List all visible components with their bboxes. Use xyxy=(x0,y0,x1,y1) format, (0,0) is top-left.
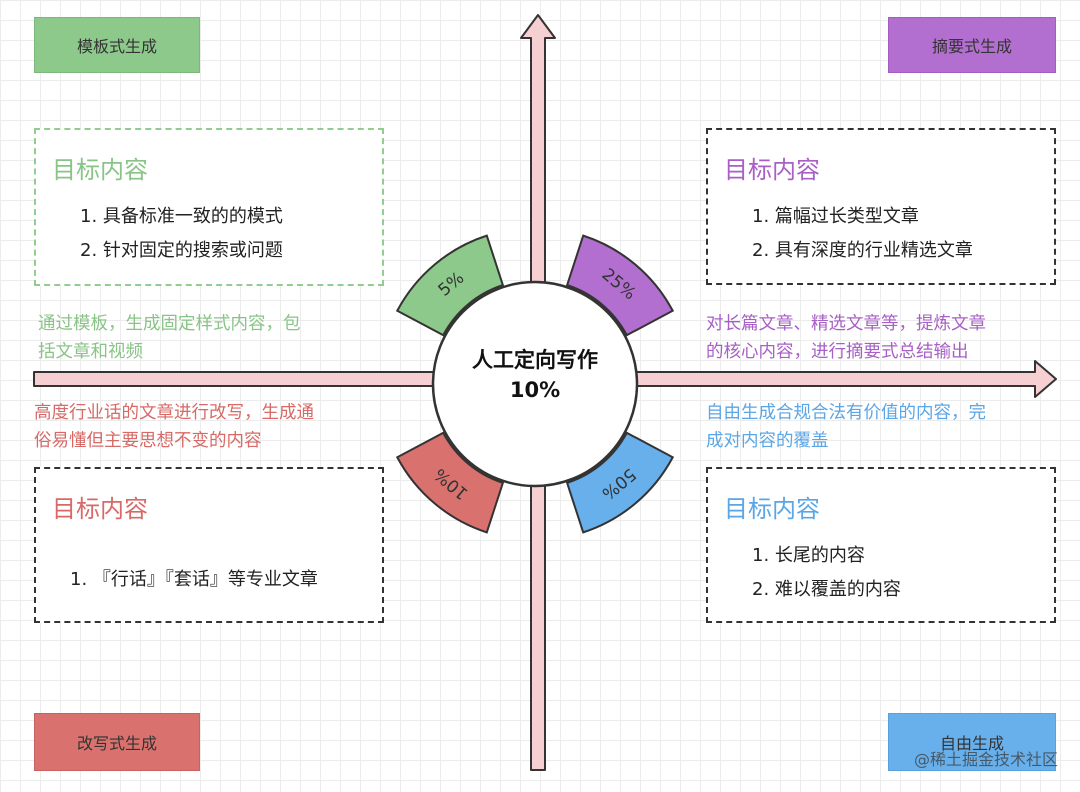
center-label: 人工定向写作 10% xyxy=(430,345,640,405)
center-title: 人工定向写作 xyxy=(472,348,598,372)
description-line: 的核心内容，进行摘要式总结输出 xyxy=(706,342,969,362)
box-item: 2. 难以覆盖的内容 xyxy=(752,579,901,600)
description-line: 自由生成合规合法有价值的内容，完 xyxy=(706,403,986,423)
tag-free-generation: 自由生成 xyxy=(888,713,1056,771)
box-item: 2. 针对固定的搜索或问题 xyxy=(80,240,283,261)
center-circle xyxy=(431,280,639,488)
segment-summary-percent xyxy=(565,234,675,337)
segment-template-percent xyxy=(395,234,505,337)
description-line: 高度行业话的文章进行改写，生成通 xyxy=(34,403,314,423)
target-content-box-template: 目标内容 1. 具备标准一致的的模式 2. 针对固定的搜索或问题 xyxy=(34,128,384,286)
description-line: 通过模板，生成固定样式内容，包 xyxy=(38,314,301,334)
description-rewrite: 高度行业话的文章进行改写，生成通 俗易懂但主要思想不变的内容 xyxy=(34,399,314,455)
box-title: 目标内容 xyxy=(724,156,820,184)
box-item: 1. 具备标准一致的的模式 xyxy=(80,206,283,227)
tag-label: 改写式生成 xyxy=(76,734,157,753)
watermark: @稀土掘金技术社区 xyxy=(913,750,1058,769)
description-line: 成对内容的覆盖 xyxy=(706,431,829,451)
tag-label: 自由生成 xyxy=(939,734,1004,753)
tag-label: 模板式生成 xyxy=(76,37,157,56)
tag-label: 摘要式生成 xyxy=(931,37,1012,56)
target-content-box-rewrite: 目标内容 1. 『行话』『套话』等专业文章 xyxy=(34,467,384,623)
box-item: 1. 篇幅过长类型文章 xyxy=(752,206,919,227)
center-percent: 10% xyxy=(509,378,561,402)
target-content-box-summary: 目标内容 1. 篇幅过长类型文章 2. 具有深度的行业精选文章 xyxy=(706,128,1056,285)
description-summary: 对长篇文章、精选文章等，提炼文章 的核心内容，进行摘要式总结输出 xyxy=(706,310,986,366)
segment-free-percent xyxy=(565,431,675,534)
description-line: 括文章和视频 xyxy=(38,342,143,362)
segment-rewrite-percent xyxy=(395,431,505,534)
box-item: 2. 具有深度的行业精选文章 xyxy=(752,240,973,261)
description-line: 俗易懂但主要思想不变的内容 xyxy=(34,431,262,451)
tag-rewrite-generation: 改写式生成 xyxy=(34,713,200,771)
tag-summary-generation: 摘要式生成 xyxy=(888,17,1056,73)
description-template: 通过模板，生成固定样式内容，包 括文章和视频 xyxy=(38,310,301,366)
box-title: 目标内容 xyxy=(724,495,820,523)
description-free: 自由生成合规合法有价值的内容，完 成对内容的覆盖 xyxy=(706,399,986,455)
box-item: 1. 长尾的内容 xyxy=(752,545,865,566)
box-item: 1. 『行话』『套话』等专业文章 xyxy=(70,569,318,590)
tag-template-generation: 模板式生成 xyxy=(34,17,200,73)
box-title: 目标内容 xyxy=(52,495,148,523)
target-content-box-free: 目标内容 1. 长尾的内容 2. 难以覆盖的内容 xyxy=(706,467,1056,623)
box-title: 目标内容 xyxy=(52,156,148,184)
description-line: 对长篇文章、精选文章等，提炼文章 xyxy=(706,314,986,334)
